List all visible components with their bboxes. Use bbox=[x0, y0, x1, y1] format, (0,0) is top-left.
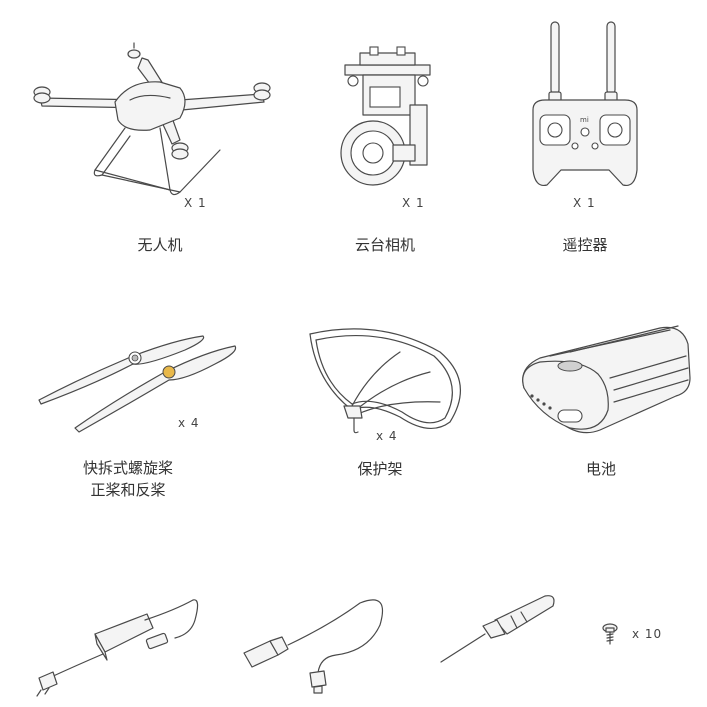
remote-qty: X 1 bbox=[573, 196, 596, 210]
propellers-illustration: x 4 bbox=[35, 330, 245, 440]
gimbal-qty: X 1 bbox=[402, 196, 425, 210]
drone-qty: X 1 bbox=[184, 196, 207, 210]
drone-illustration: X 1 bbox=[30, 40, 280, 210]
screws-illustration: x 10 bbox=[600, 620, 700, 650]
screw-icon bbox=[602, 623, 618, 645]
propellers-label: 快拆式螺旋桨 正桨和反桨 bbox=[83, 457, 173, 501]
gimbal-camera-illustration: X 1 bbox=[335, 45, 445, 210]
battery-illustration bbox=[510, 318, 695, 448]
propeller-guard-illustration: x 4 bbox=[300, 322, 470, 443]
screwdriver-illustration bbox=[435, 590, 565, 670]
screws-qty: x 10 bbox=[632, 627, 663, 641]
gimbal-label: 云台相机 bbox=[354, 236, 416, 254]
propellers-qty: x 4 bbox=[178, 416, 200, 430]
remote-controller-illustration: mi X 1 bbox=[525, 20, 645, 210]
guard-label: 保护架 bbox=[357, 460, 403, 478]
usb-cable-illustration bbox=[240, 595, 390, 695]
charger-illustration bbox=[25, 590, 205, 700]
drone-label: 无人机 bbox=[137, 236, 183, 254]
propellers-label-line2: 正桨和反桨 bbox=[90, 481, 166, 499]
remote-label: 遥控器 bbox=[562, 236, 608, 254]
svg-text:mi: mi bbox=[580, 116, 589, 124]
propellers-label-line1: 快拆式螺旋桨 bbox=[82, 459, 174, 477]
guard-qty: x 4 bbox=[376, 429, 398, 443]
battery-label: 电池 bbox=[585, 460, 617, 478]
